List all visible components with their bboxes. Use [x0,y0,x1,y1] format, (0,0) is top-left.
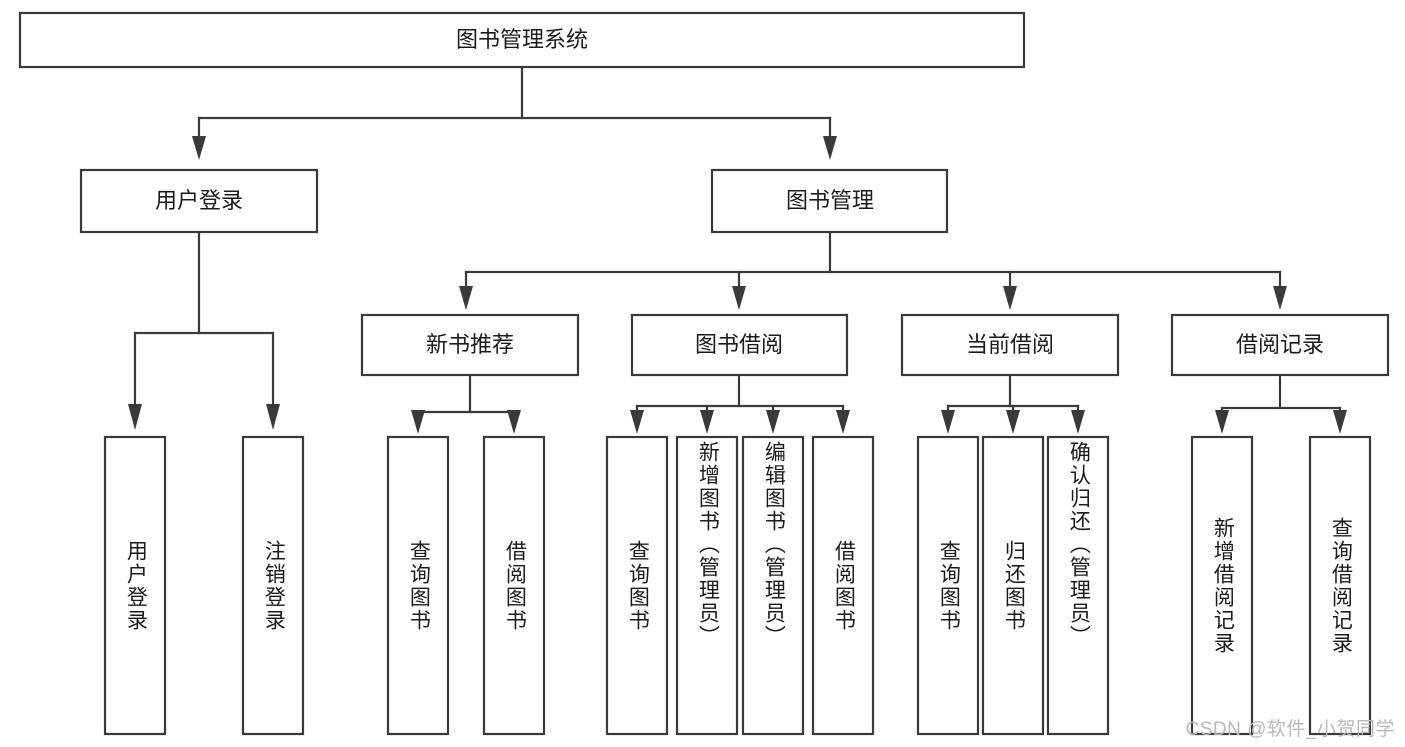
node-book-borrow[interactable]: 图书借阅 [630,313,849,377]
arrow-to-leaf-query-book-1 [411,410,425,434]
leaf-box-borrow-book-1[interactable] [482,435,546,736]
arrow-to-leaf-return-book [1006,410,1020,434]
arrow-to-current-borrow [1003,286,1017,310]
arrow-to-leaf-query-book-3 [941,410,955,434]
leaf-box-logout[interactable] [241,435,305,736]
node-new-book-recommend-label: 新书推荐 [426,332,514,357]
arrow-to-leaf-query-book-2 [630,410,644,434]
leaf-box-query-record[interactable] [1308,435,1372,736]
leaf-box-query-book-1[interactable] [386,435,450,736]
node-book-management-box [710,168,949,234]
leaf-box-confirm-return[interactable] [1046,435,1110,736]
connector-group-bookborrow-to-leaves [630,373,850,434]
node-borrow-record-label: 借阅记录 [1236,332,1324,357]
leaf-box-query-book-3[interactable] [916,435,980,736]
leaf-box-add-record[interactable] [1190,435,1254,736]
arrow-to-leaf-confirm-return [1071,410,1085,434]
node-book-management-label: 图书管理 [786,188,874,213]
node-root[interactable]: 图书管理系统 [18,11,1026,69]
node-current-borrow-box [900,313,1120,377]
node-new-book-recommend[interactable]: 新书推荐 [360,313,580,377]
arrow-to-leaf-add-record [1215,410,1229,434]
connector-group-borrowrecord-to-leaves [1215,373,1347,434]
node-book-borrow-box [630,313,849,377]
node-user-login[interactable]: 用户登录 [79,168,319,234]
node-borrow-record-box [1170,313,1390,377]
connector-group-root-to-level2 [192,65,837,160]
node-borrow-record[interactable]: 借阅记录 [1170,313,1390,377]
arrow-to-book-mgmt [823,136,837,160]
arrow-to-leaf-add-book [700,410,714,434]
leaf-box-add-book[interactable] [675,435,739,736]
leaf-box-query-book-2[interactable] [605,435,669,736]
arrow-to-book-borrow [732,286,746,310]
node-current-borrow-label: 当前借阅 [966,332,1054,357]
connector-group-currentborrow-to-leaves [941,373,1085,434]
arrow-to-new-book-rec [459,286,473,310]
leaf-box-borrow-book-2[interactable] [811,435,875,736]
csdn-watermark: CSDN @软件_小贺同学 [1185,719,1395,740]
arrow-to-user-login [192,136,206,160]
arrow-to-leaf-query-record [1333,410,1347,434]
node-current-borrow[interactable]: 当前借阅 [900,313,1120,377]
node-book-management[interactable]: 图书管理 [710,168,949,234]
connector-group-bookmgmt-to-level3 [459,230,1287,310]
arrow-to-leaf-logout [266,404,280,430]
leaf-box-edit-book[interactable] [741,435,805,736]
arrow-to-leaf-borrow-book-2 [836,410,850,434]
node-root-box [18,11,1026,69]
node-book-borrow-label: 图书借阅 [695,332,783,357]
node-root-label: 图书管理系统 [456,27,588,52]
arrow-to-leaf-user-login [128,404,142,430]
arrow-to-borrow-record [1273,286,1287,310]
node-new-book-recommend-box [360,313,580,377]
node-user-login-label: 用户登录 [155,188,243,213]
connector-group-userlogin-to-leaves [128,230,280,430]
node-user-login-box [79,168,319,234]
leaf-node-boxes [103,435,1372,736]
arrow-to-leaf-borrow-book-1 [507,410,521,434]
leaf-box-user-login[interactable] [103,435,167,736]
connector-group-newbook-to-leaves [411,373,521,434]
arrow-to-leaf-edit-book [766,410,780,434]
leaf-box-return-book[interactable] [981,435,1045,736]
